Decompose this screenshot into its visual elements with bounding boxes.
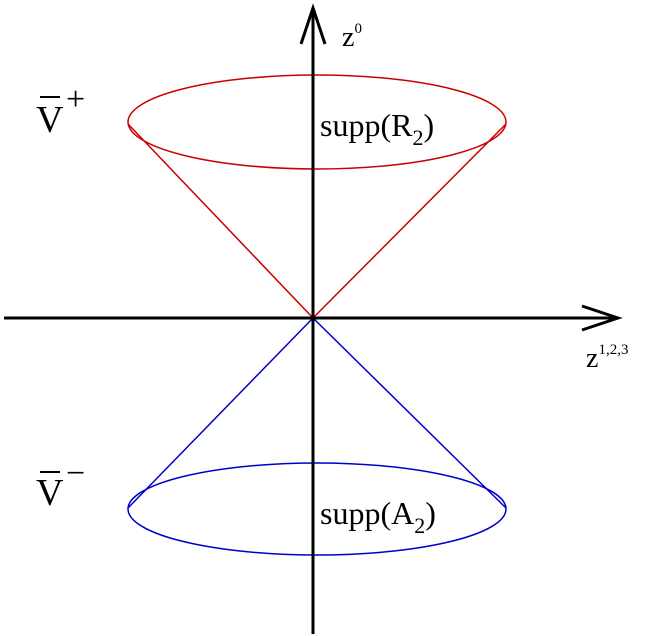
horizontal-axis-label: z1,2,3 — [586, 342, 628, 374]
horizontal-axis-arrowhead — [581, 304, 623, 332]
future-region-label-sign: + — [66, 81, 85, 118]
future-cone — [127, 74, 507, 319]
past-support-label: supp(A2) — [320, 495, 436, 538]
axes — [4, 3, 623, 634]
future-support-sub: 2 — [412, 125, 423, 150]
past-cone-right-edge — [312, 317, 507, 509]
future-region-label-base: V — [36, 99, 64, 141]
vertical-axis-arrowhead — [299, 3, 327, 45]
past-cone-rim — [127, 462, 507, 556]
vertical-axis-label-sup: 0 — [354, 21, 362, 37]
past-region-label-sign: − — [66, 455, 85, 492]
future-support-label: supp(R2) — [320, 107, 434, 150]
past-cone — [127, 317, 507, 556]
future-cone-rim — [127, 74, 507, 170]
vertical-axis-label: z0 — [342, 21, 362, 53]
future-cone-left-edge — [127, 123, 314, 319]
future-cone-right-edge — [312, 123, 507, 319]
past-region-label-base: V — [36, 472, 64, 514]
past-support-sub: 2 — [414, 513, 425, 538]
horizontal-axis-label-sup: 1,2,3 — [598, 342, 628, 358]
past-cone-left-edge — [127, 317, 314, 509]
future-region-label: V + — [36, 81, 85, 141]
past-region-label: V − — [36, 455, 85, 514]
